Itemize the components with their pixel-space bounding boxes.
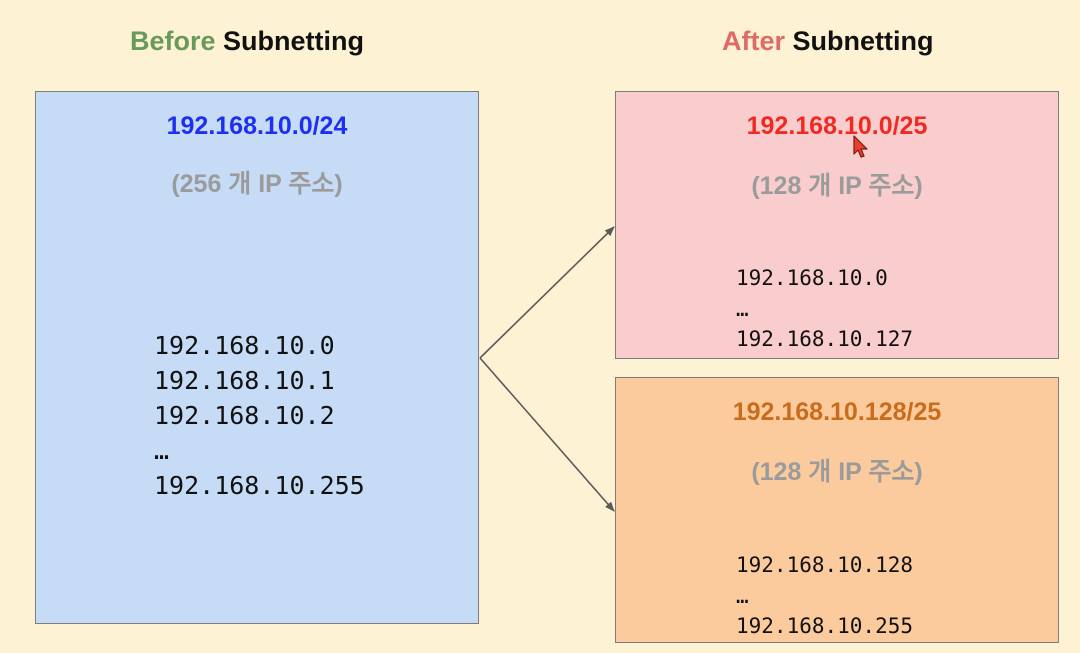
before-label: Before	[130, 26, 216, 56]
subnet-1-cidr: 192.168.10.0/25	[746, 112, 928, 140]
address-item: 192.168.10.128	[736, 553, 914, 577]
address-item: 192.168.10.0	[736, 266, 888, 290]
mouse-cursor-icon	[853, 135, 868, 158]
address-item: 192.168.10.255	[154, 471, 365, 500]
subnet-2-address-count: (128 개 IP 주소)	[751, 458, 923, 486]
network-before-box: 192.168.10.0/24 (256 개 IP 주소) 192.168.10…	[35, 91, 479, 624]
after-subnetting-title: After Subnetting	[722, 26, 934, 57]
address-ellipsis: …	[154, 436, 170, 465]
subnet-2-address-list: 192.168.10.128 … 192.168.10.255	[736, 550, 913, 642]
subnet-1-box: 192.168.10.0/25 (128 개 IP 주소) 192.168.10…	[615, 91, 1059, 359]
address-list: 192.168.10.0 192.168.10.1 192.168.10.2 ……	[154, 328, 365, 503]
subnet-2-cidr: 192.168.10.128/25	[732, 398, 942, 426]
address-count: (256 개 IP 주소)	[171, 170, 343, 198]
subnet-2-box: 192.168.10.128/25 (128 개 IP 주소) 192.168.…	[615, 377, 1059, 643]
arrow-to-subnet-1	[479, 226, 615, 359]
address-item: 192.168.10.1	[154, 366, 335, 395]
subnet-1-address-list: 192.168.10.0 … 192.168.10.127	[736, 263, 913, 355]
after-label: After	[722, 26, 786, 56]
subnetting-label: Subnetting	[785, 26, 934, 56]
subnet-1-address-count: (128 개 IP 주소)	[751, 172, 923, 200]
address-item: 192.168.10.0	[154, 331, 335, 360]
address-ellipsis: …	[736, 296, 749, 321]
address-ellipsis: …	[736, 583, 749, 608]
address-item: 192.168.10.255	[736, 614, 914, 638]
before-subnetting-title: Before Subnetting	[130, 26, 364, 57]
address-item: 192.168.10.2	[154, 401, 335, 430]
arrow-to-subnet-2	[479, 357, 615, 512]
address-item: 192.168.10.127	[736, 327, 914, 351]
subnetting-label: Subnetting	[215, 26, 365, 56]
network-cidr: 192.168.10.0/24	[166, 112, 348, 140]
